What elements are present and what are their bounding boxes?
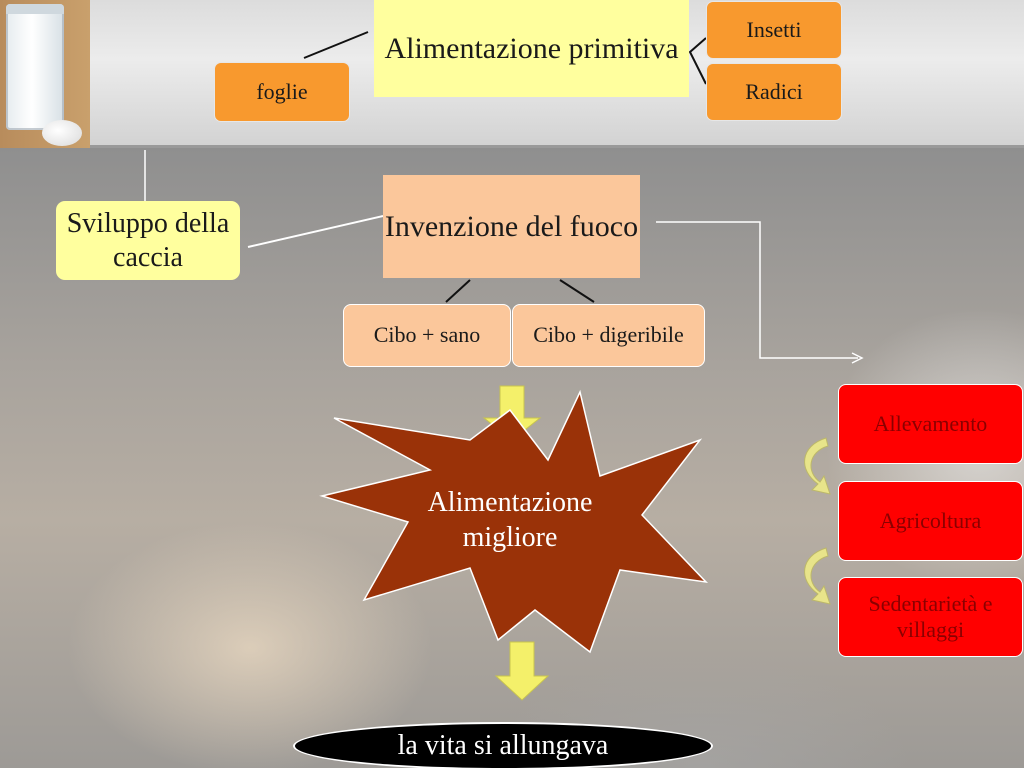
node-radici: Radici — [706, 63, 842, 121]
node-label: Agricoltura — [879, 507, 982, 533]
egg-shape — [42, 120, 82, 146]
connector-caccia-fuoco — [247, 215, 384, 248]
node-insetti: Insetti — [706, 1, 842, 59]
node-label: Allevamento — [873, 410, 988, 436]
node-sviluppo-caccia: Sviluppo della caccia — [56, 201, 240, 280]
connector-fuoco-digeribile — [559, 279, 595, 303]
connector-fuoco-allevamento — [656, 221, 858, 359]
connector-fuoco-sano — [445, 279, 471, 303]
node-agricoltura: Agricoltura — [838, 481, 1023, 561]
node-foglie: foglie — [214, 62, 350, 122]
connector-title-insetti-radici — [688, 37, 707, 85]
node-label: la vita si allungava — [397, 730, 609, 761]
node-label: Alimentazione primitiva — [384, 31, 679, 65]
glass-shape — [6, 4, 64, 130]
node-label: foglie — [256, 78, 308, 104]
down-arrow-bottom — [494, 641, 550, 701]
node-label: Sviluppo della caccia — [66, 207, 230, 273]
glass-rim — [6, 4, 64, 14]
starburst-shape — [319, 389, 709, 654]
node-label: Cibo + sano — [373, 322, 481, 348]
node-label: Radici — [745, 78, 803, 104]
node-allevamento: Allevamento — [838, 384, 1023, 464]
node-alimentazione-primitiva: Alimentazione primitiva — [374, 0, 689, 97]
starburst-label: Alimentazione migliore — [427, 487, 593, 553]
node-cibo-digeribile: Cibo + digeribile — [512, 304, 705, 367]
node-label: Invenzione del fuoco — [384, 209, 639, 243]
node-cibo-sano: Cibo + sano — [343, 304, 511, 367]
connector-title-foglie — [303, 31, 369, 59]
curved-arrow-allevamento-agricoltura — [804, 437, 831, 495]
node-vita-allungava: la vita si allungava — [293, 722, 713, 768]
node-label: Insetti — [746, 16, 802, 42]
node-sedentarieta-villaggi: Sedentarietà e villaggi — [838, 577, 1023, 657]
milk-glass-photo — [0, 0, 90, 148]
curved-arrow-agricoltura-sedentarieta — [804, 547, 831, 605]
connector-arrowhead — [851, 352, 864, 364]
node-label: Sedentarietà e villaggi — [868, 590, 993, 642]
node-invenzione-fuoco: Invenzione del fuoco — [383, 175, 640, 278]
node-label: Cibo + digeribile — [533, 322, 684, 348]
